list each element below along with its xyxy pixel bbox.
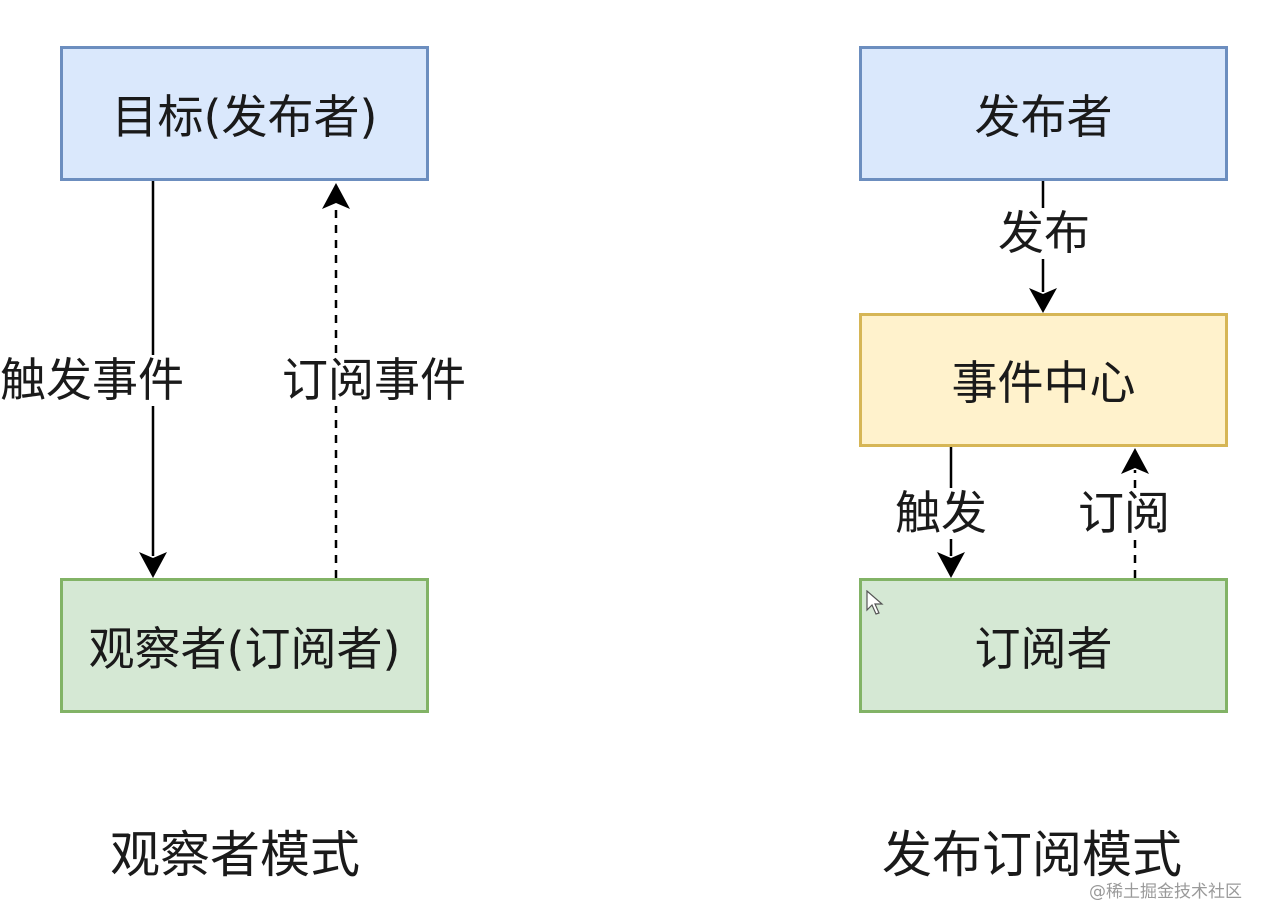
subscriber-box: 订阅者: [859, 578, 1228, 713]
subscriber-label: 订阅者: [974, 621, 1113, 676]
publish-arrowhead: [1029, 288, 1057, 313]
publisher-box: 发布者: [859, 46, 1228, 181]
event-center-label: 事件中心: [951, 356, 1136, 410]
event-center-box: 事件中心: [859, 313, 1228, 447]
target-publisher-label: 目标(发布者): [111, 89, 378, 144]
publisher-label: 发布者: [974, 89, 1113, 144]
trigger-event-arrowhead: [139, 552, 167, 578]
mouse-cursor-icon: [866, 590, 884, 615]
target-publisher-box: 目标(发布者): [60, 46, 429, 181]
pubsub-pattern-caption: 发布订阅模式: [882, 826, 1182, 884]
subscribe-arrowhead: [1121, 448, 1149, 474]
publish-label: 发布: [998, 206, 1090, 260]
subscribe-label: 订阅: [1078, 486, 1170, 540]
subscribe-event-label: 订阅事件: [282, 353, 466, 407]
subscribe-event-arrowhead: [322, 183, 350, 209]
observer-pattern-caption: 观察者模式: [110, 826, 360, 884]
trigger-label: 触发: [895, 486, 987, 540]
watermark: @稀土掘金技术社区: [1089, 882, 1242, 902]
observer-subscriber-box: 观察者(订阅者): [60, 578, 429, 713]
trigger-arrowhead: [937, 552, 965, 578]
observer-subscriber-label: 观察者(订阅者): [88, 621, 401, 676]
trigger-event-label: 触发事件: [0, 353, 184, 407]
